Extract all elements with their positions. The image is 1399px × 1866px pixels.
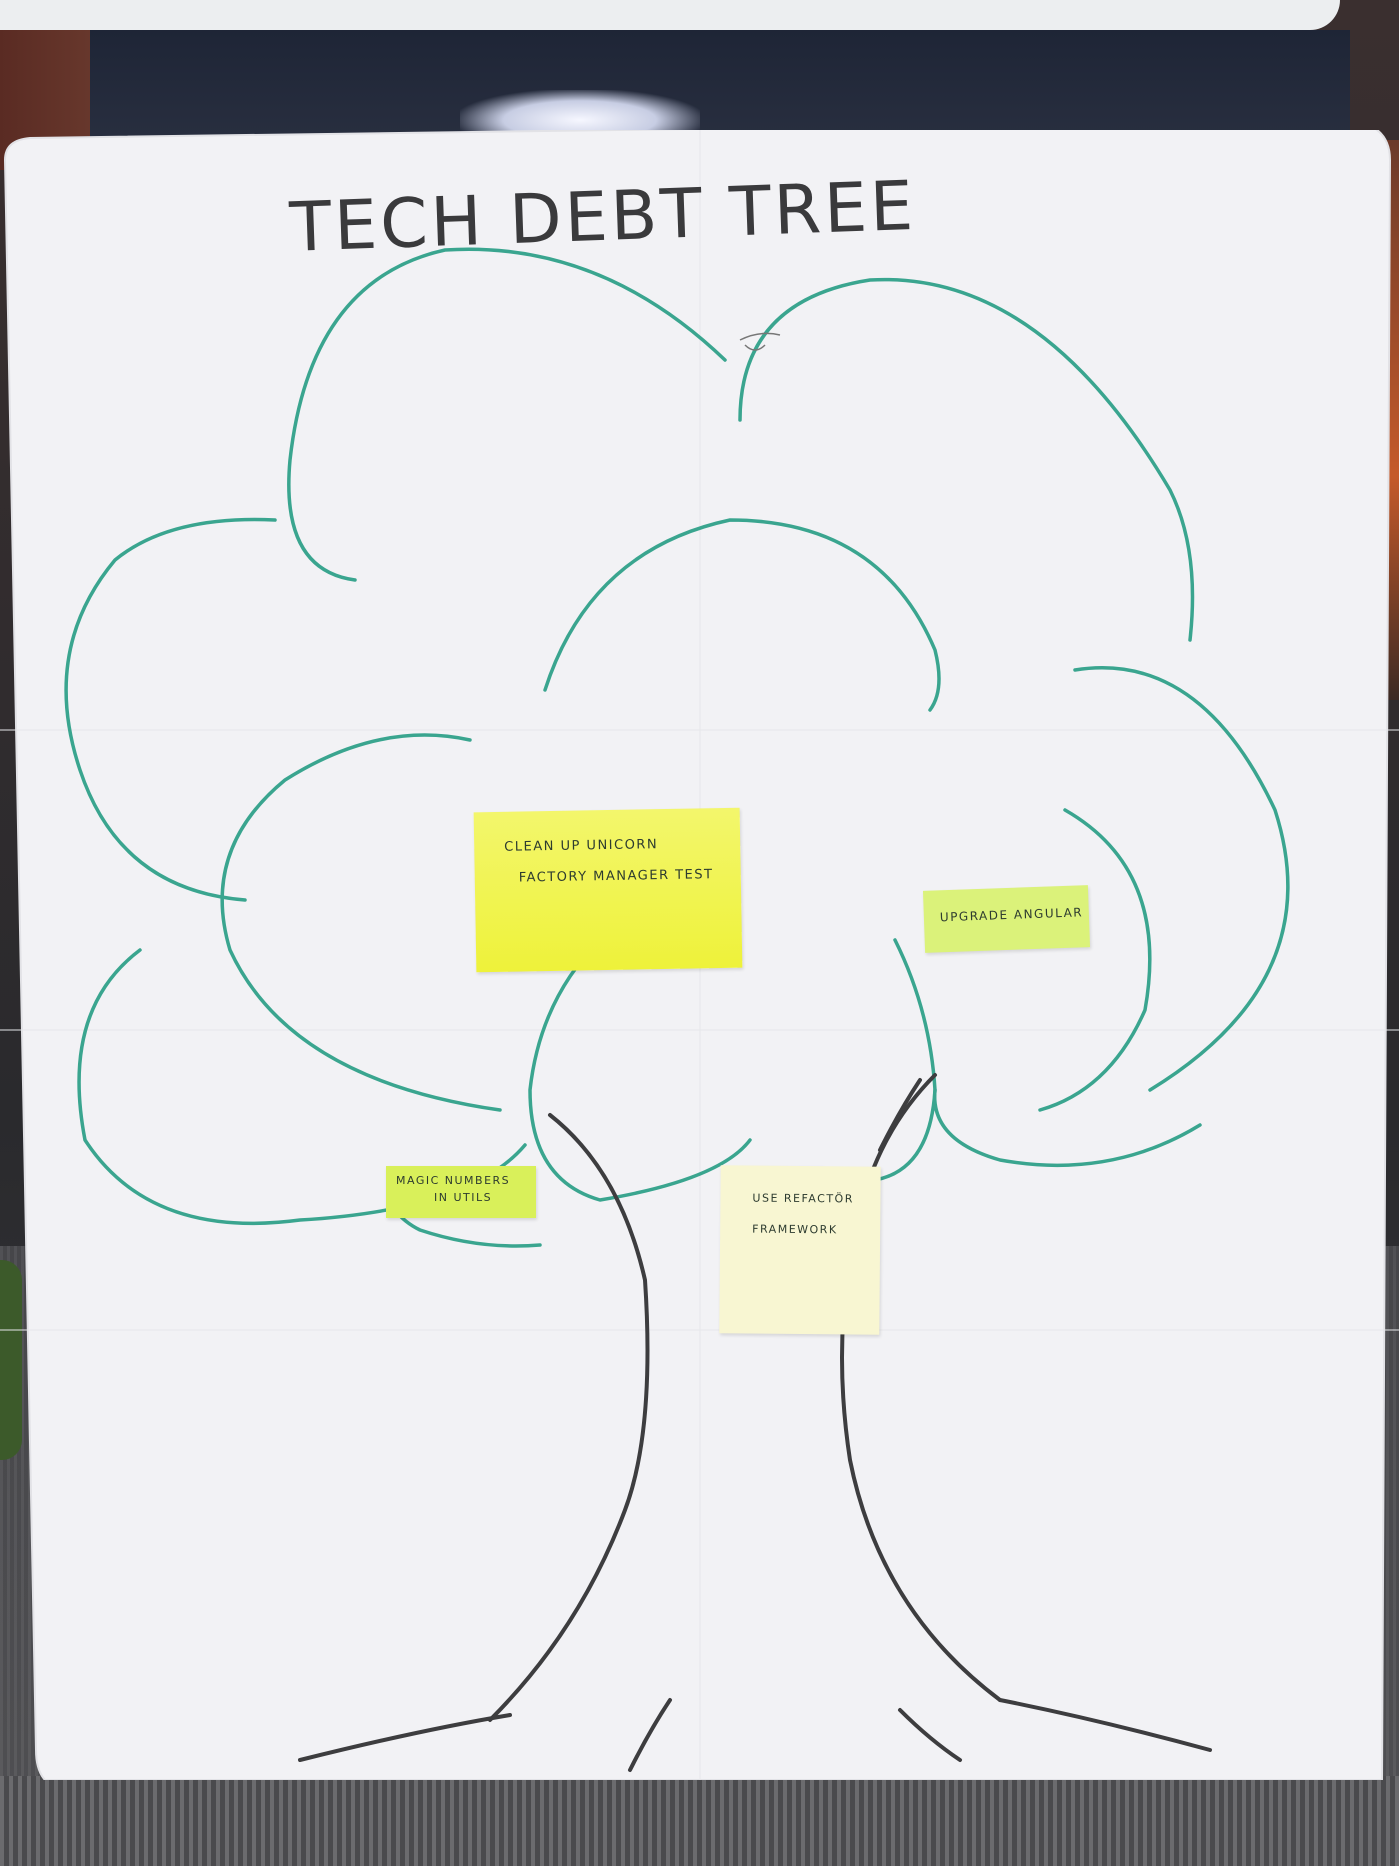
sticky-text: IN UTILS <box>434 1191 493 1204</box>
sticky-text: MAGIC NUMBERS <box>396 1174 511 1187</box>
sticky-note-magic-numbers[interactable]: MAGIC NUMBERS IN UTILS <box>386 1166 536 1218</box>
sticky-note-clean-up[interactable]: CLEAN UP UNICORN FACTORY MANAGER TEST <box>473 807 743 973</box>
sticky-note-upgrade-angular[interactable]: UPGRADE ANGULAR <box>922 885 1091 953</box>
sticky-text: FRAMEWORK <box>752 1222 838 1237</box>
carpet-foreground <box>0 1776 1399 1866</box>
sticky-text: FACTORY MANAGER TEST <box>518 867 714 886</box>
sticky-text: USE REFACTÖR <box>752 1191 854 1206</box>
flipchart-paper: TECH DEBT TREE CLEAN UP UNICORN FACTORY … <box>0 130 1399 1780</box>
title-layer: TECH DEBT TREE <box>287 167 917 268</box>
canopy-outline <box>64 247 1290 1248</box>
poster-title: TECH DEBT TREE <box>287 167 917 268</box>
bird-doodle <box>739 332 781 351</box>
top-paper-sheet <box>0 0 1340 30</box>
trunk-outline <box>298 1073 1212 1772</box>
sticky-text: CLEAN UP UNICORN <box>504 837 659 855</box>
sticky-note-refactor[interactable]: USE REFACTÖR FRAMEWORK <box>719 1165 881 1335</box>
plant-leaf <box>0 1260 22 1460</box>
sticky-text: UPGRADE ANGULAR <box>939 905 1084 925</box>
